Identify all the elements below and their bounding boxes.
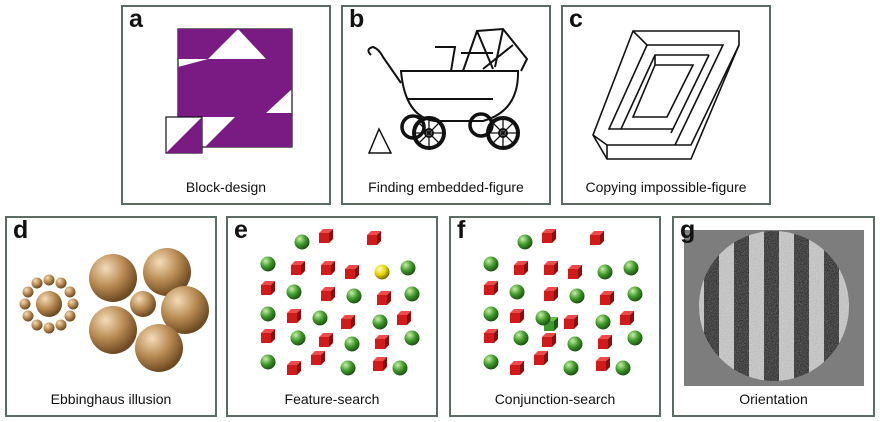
panel-caption: Ebbinghaus illusion [50, 391, 172, 407]
cube-item [311, 351, 325, 365]
sphere-item [627, 286, 643, 302]
panel-e-feature-search: e Feature-search [226, 216, 438, 417]
sphere-item [340, 360, 356, 376]
sphere-item [483, 256, 499, 272]
cube-item [596, 357, 610, 371]
sphere-item [535, 310, 551, 326]
small-circles-set [19, 274, 79, 334]
cube-item [373, 357, 387, 371]
cube-item [590, 231, 604, 245]
cube-item [568, 265, 582, 279]
cube-item [542, 229, 556, 243]
sphere-item [483, 306, 499, 322]
cube-item [484, 281, 498, 295]
large-circles-set [89, 248, 209, 372]
sphere-item [392, 360, 408, 376]
sphere-item [260, 256, 276, 272]
cube-item [345, 265, 359, 279]
panel-d-ebbinghaus: d Ebbinghaus illusion [5, 216, 217, 417]
cube-item [367, 231, 381, 245]
sphere-item [374, 264, 390, 280]
cube-item [321, 261, 335, 275]
cube-item [544, 287, 558, 301]
cube-item [564, 315, 578, 329]
sphere-item [517, 234, 533, 250]
panel-caption: Copying impossible-figure [585, 179, 747, 195]
sphere-item [294, 234, 310, 250]
cube-item [319, 333, 333, 347]
block-zigzag-shape [178, 29, 292, 147]
sphere-item [260, 354, 276, 370]
cube-item [542, 333, 556, 347]
cube-item [341, 315, 355, 329]
cube-item [484, 329, 498, 343]
impossible-figure [592, 30, 740, 160]
panel-caption: Orientation [739, 391, 808, 407]
sphere-item [400, 260, 416, 276]
panel-caption: Finding embedded-figure [368, 179, 524, 195]
sphere-item [623, 260, 639, 276]
cube-item [600, 291, 614, 305]
ebbinghaus-figure [19, 248, 209, 372]
cube-item [397, 311, 411, 325]
sphere-item [627, 330, 643, 346]
cube-item [375, 335, 389, 349]
panel-letter: e [234, 216, 248, 244]
sphere-item [404, 330, 420, 346]
sphere-item [509, 284, 525, 300]
cube-item [514, 261, 528, 275]
embedded-triangle [367, 127, 393, 154]
sphere-item [260, 306, 276, 322]
sphere-item [597, 264, 613, 280]
panel-letter: f [457, 216, 466, 244]
panel-letter: g [680, 216, 696, 244]
cube-item [321, 287, 335, 301]
sphere-item [346, 288, 362, 304]
cube-item [287, 309, 301, 323]
cube-item [261, 329, 275, 343]
cube-item [291, 261, 305, 275]
cube-item [377, 291, 391, 305]
panel-letter: b [349, 5, 365, 33]
sphere-item [595, 314, 611, 330]
panel-caption: Block-design [185, 179, 267, 195]
panel-caption: Feature-search [284, 391, 380, 407]
sphere-item [513, 330, 529, 346]
sphere-item [483, 354, 499, 370]
cube-item [510, 309, 524, 323]
sphere-item [567, 336, 583, 352]
orientation-grating [684, 230, 864, 386]
panel-f-conjunction-search: f Conjunction-search [449, 216, 661, 417]
panel-c-impossible-figure: c Copying impossible-figure [561, 5, 771, 205]
panel-letter: c [569, 5, 583, 33]
baby-carriage-figure [367, 27, 529, 154]
conjunction-search-array [483, 229, 643, 376]
sphere-item [290, 330, 306, 346]
feature-search-array [260, 229, 420, 376]
sphere-item [563, 360, 579, 376]
cube-item [287, 361, 301, 375]
panel-caption: Conjunction-search [494, 391, 616, 407]
block-design-figure [165, 28, 293, 154]
panel-g-orientation: g Orientation [672, 216, 875, 417]
cube-item [534, 351, 548, 365]
sphere-item [286, 284, 302, 300]
sphere-item [312, 310, 328, 326]
panel-a-block-design: a Block-design [121, 5, 331, 205]
panel-letter: a [129, 5, 143, 33]
sphere-item [615, 360, 631, 376]
cube-item [598, 335, 612, 349]
cube-item [620, 311, 634, 325]
cube-item [261, 281, 275, 295]
panel-b-embedded-figure: b Finding embedded-figure [341, 5, 551, 205]
sphere-item [569, 288, 585, 304]
cube-item [544, 261, 558, 275]
panel-letter: d [13, 216, 29, 244]
cube-item [319, 229, 333, 243]
sphere-item [404, 286, 420, 302]
sphere-item [344, 336, 360, 352]
cube-item [510, 361, 524, 375]
sphere-item [372, 314, 388, 330]
